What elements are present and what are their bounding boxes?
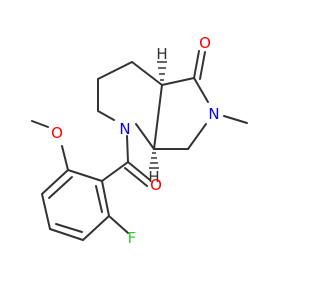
atom-oxygen-methoxy: O xyxy=(51,124,63,142)
bond-ar-inner-3 xyxy=(95,185,103,213)
bond-c5-n6 xyxy=(193,77,209,103)
bond-n1-c7a xyxy=(135,123,155,150)
bond-ar6-ar1 xyxy=(101,180,110,217)
atom-hydrogen-top: H xyxy=(156,45,167,63)
bond-ar1-ar2 xyxy=(67,169,103,182)
bond-ar6-f xyxy=(108,215,129,234)
bond-n1-carbonyl xyxy=(126,135,129,163)
atom-hydrogen-bottom: H xyxy=(148,168,159,186)
molecule-structure: O N H N H O O F xyxy=(31,34,248,247)
bond-n6-c7 xyxy=(187,123,207,150)
bond-ar4-ar5 xyxy=(49,228,84,241)
bond-ar5-ar6 xyxy=(82,215,110,241)
bonds xyxy=(31,50,248,241)
atom-oxygen-carbonyl-ring: O xyxy=(199,34,211,52)
bond-o-methyl xyxy=(31,120,49,128)
bond-ar2-o-methoxy xyxy=(61,145,69,171)
bond-ar3-ar4 xyxy=(41,193,51,230)
stereo-hash-bottom xyxy=(149,152,159,169)
atom-fluorine: F xyxy=(128,229,137,247)
atom-nitrogen-lactam: N xyxy=(208,105,219,123)
bond-carbonyl-aryl xyxy=(101,161,129,182)
bond-c4-c3 xyxy=(97,61,133,80)
bond-carbonyl-o-a xyxy=(127,161,151,181)
bond-carbonyl-o-b xyxy=(124,167,148,187)
bond-c4a-c5 xyxy=(161,77,195,86)
bond-c4a-c4 xyxy=(131,61,163,86)
bond-ar2-ar3 xyxy=(41,169,69,195)
bond-c7a-c4a xyxy=(153,84,163,150)
stereo-hash-top xyxy=(157,61,167,81)
bond-ar-inner-2 xyxy=(55,223,83,233)
bond-c2-n1 xyxy=(97,110,115,121)
atom-oxygen-acyl: O xyxy=(150,176,162,194)
molecule-canvas: O N H N H O O F xyxy=(31,34,248,247)
bond-c5-o-double-a xyxy=(193,50,200,79)
bond-c5-o-double-b xyxy=(199,51,206,80)
atom-labels: O N H N H O O F xyxy=(51,34,220,247)
atom-nitrogen-piperidine: N xyxy=(119,120,130,138)
bond-n6-methyl xyxy=(223,115,248,124)
bond-ar-inner-1 xyxy=(48,176,73,199)
